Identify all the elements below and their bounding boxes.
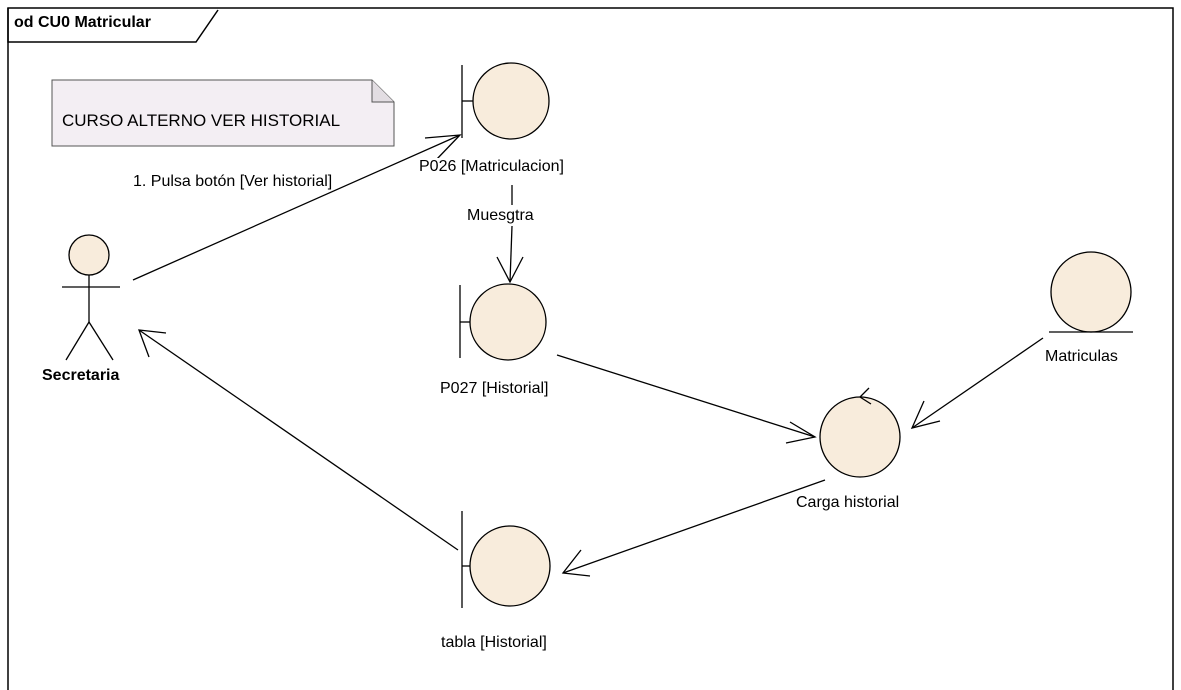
- boundary-tabla-label: tabla [Historial]: [441, 634, 547, 651]
- connections: [132, 134, 1044, 577]
- link-secretaria-p026: [132, 134, 461, 281]
- arrowhead-secretaria: [138, 329, 167, 358]
- actor-secretaria[interactable]: [62, 234, 120, 361]
- note[interactable]: [51, 79, 395, 147]
- link-p026-p027: [509, 225, 513, 283]
- message-pulsa-label: 1. Pulsa botón [Ver historial]: [133, 173, 333, 190]
- frame-tab: [7, 8, 219, 43]
- boundary-p026[interactable]: [461, 62, 550, 140]
- entity-matriculas[interactable]: [1049, 251, 1133, 333]
- entity-matriculas-label: Matriculas: [1045, 348, 1118, 365]
- arrowhead-p027: [496, 256, 524, 284]
- arrowhead-tabla: [561, 549, 591, 577]
- control-carga-historial[interactable]: [819, 387, 901, 478]
- arrowhead-carga-2: [910, 400, 941, 429]
- message-muestra-label: Muesgtra: [467, 207, 534, 224]
- control-carga-label: Carga historial: [796, 494, 900, 511]
- link-carga-tabla: [562, 479, 826, 574]
- link-p027-carga: [556, 354, 816, 438]
- boundary-p027-label: P027 [Historial]: [440, 380, 549, 397]
- link-tabla-secretaria: [138, 329, 459, 551]
- actor-secretaria-label: Secretaria: [42, 367, 120, 384]
- arrowhead-carga: [785, 421, 817, 444]
- frame-title: od CU0 Matricular: [14, 14, 151, 31]
- link-matriculas-carga: [911, 337, 1044, 429]
- arrowhead-p026: [424, 134, 462, 161]
- boundary-p026-label: P026 [Matriculacion]: [419, 158, 564, 176]
- note-text: CURSO ALTERNO VER HISTORIAL: [62, 111, 341, 130]
- boundary-p027[interactable]: [459, 283, 547, 361]
- boundary-tabla[interactable]: [461, 511, 551, 608]
